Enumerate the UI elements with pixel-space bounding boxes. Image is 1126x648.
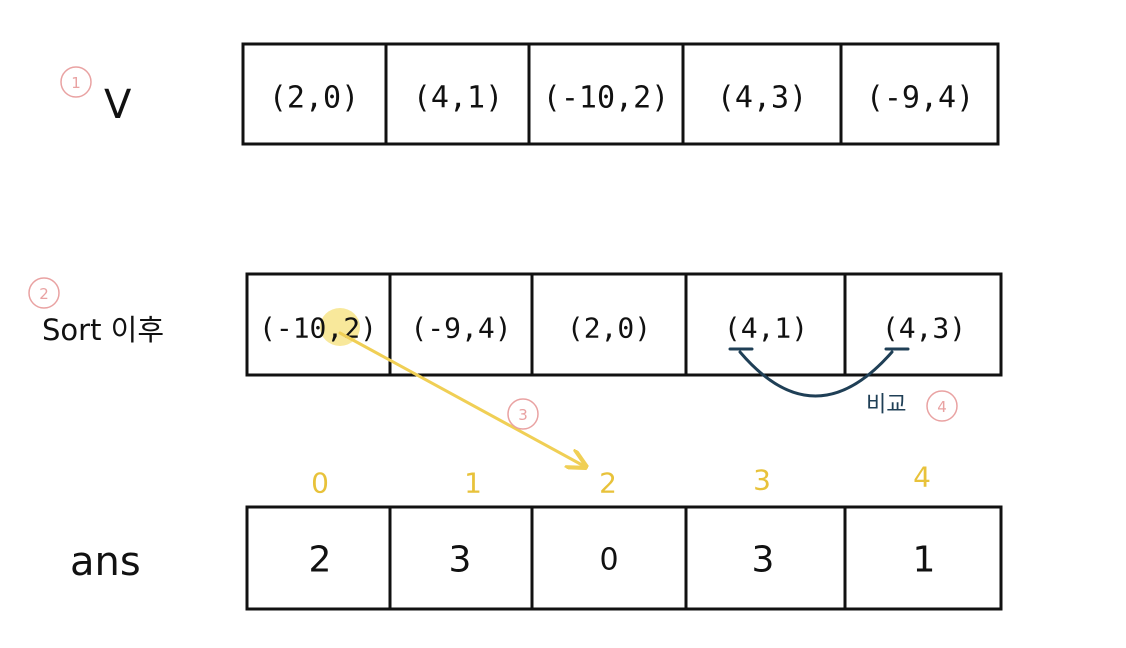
cell-value: (4,1) (413, 81, 503, 116)
cell-value: (-9,4) (410, 312, 511, 345)
step-number: 4 (937, 398, 947, 416)
compare-arc (738, 350, 894, 398)
cell-value: (2,0) (567, 312, 651, 345)
cell-value: (-10,2) (543, 81, 669, 116)
array-cell (843, 505, 1003, 611)
row-ans: ans 2 3 0 3 1 (70, 505, 1003, 611)
row-sorted: 2 Sort 이후 (-10,2) (-9,4) (2,0) (4,1) (4,… (28, 272, 1003, 422)
cell-value: 2 (309, 540, 332, 581)
mapping-arrow (338, 331, 584, 466)
cell-value: 3 (449, 540, 472, 581)
step-number: 2 (39, 285, 49, 303)
cell-value: (-10,2) (259, 312, 377, 345)
step-number: 1 (71, 74, 81, 92)
ans-array: 2 3 0 3 1 (245, 505, 1003, 611)
index-labels: 0 1 2 3 4 (311, 461, 931, 500)
step-number: 3 (518, 406, 528, 424)
step-marker-4: 4 (926, 390, 958, 422)
cell-value: 3 (752, 540, 775, 581)
row-label-ans: ans (70, 539, 141, 585)
row-label-v: V (104, 82, 132, 128)
index-label: 0 (311, 467, 329, 500)
cell-value: (4,3) (717, 81, 807, 116)
index-label: 3 (753, 464, 771, 497)
index-label: 4 (913, 461, 931, 494)
step-marker-2: 2 (28, 277, 60, 309)
sorted-array: (-10,2) (-9,4) (2,0) (4,1) (4,3) (245, 272, 1003, 377)
cell-value: (4,1) (724, 312, 808, 345)
cell-value: 0 (599, 543, 618, 578)
arrow-annotation: 3 (338, 331, 584, 466)
compare-label: 비교 (866, 393, 906, 418)
highlight-mark (320, 308, 360, 346)
step-marker-3: 3 (507, 398, 539, 430)
array-cell (839, 42, 1000, 146)
cell-value: (2,0) (269, 81, 359, 116)
step-marker-1: 1 (60, 66, 92, 98)
index-label: 2 (599, 467, 617, 500)
cell-value: 1 (913, 540, 936, 581)
cell-value: (-9,4) (866, 81, 974, 116)
row-v: 1 V (2,0) (4,1) (-10,2) (4,3) (-9,4) (60, 42, 1000, 146)
array-cell (843, 272, 1003, 377)
index-label: 1 (464, 467, 482, 500)
v-array: (2,0) (4,1) (-10,2) (4,3) (-9,4) (241, 42, 1000, 146)
row-label-sorted: Sort 이후 (42, 313, 164, 347)
cell-value: (4,3) (882, 312, 966, 345)
